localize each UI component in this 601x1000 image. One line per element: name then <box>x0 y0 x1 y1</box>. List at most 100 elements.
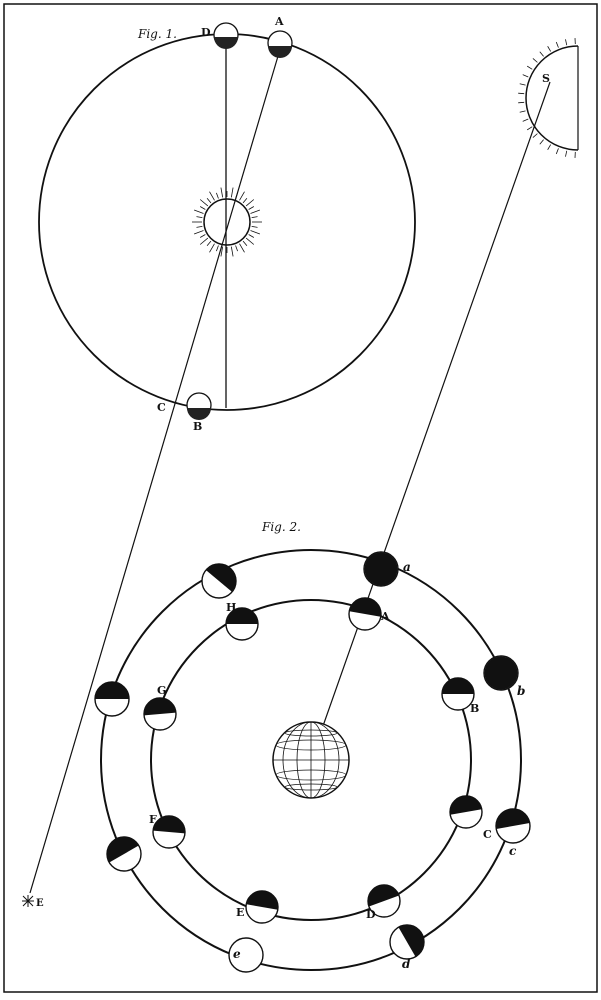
sun-ray <box>230 246 234 257</box>
fig1-label-A: A <box>274 15 284 28</box>
sun-ray <box>250 209 261 214</box>
moon-E <box>245 890 279 924</box>
sun-ray <box>565 39 568 46</box>
moon-G <box>143 697 177 731</box>
fig1-body-B <box>186 392 212 420</box>
fig2-label-e: e <box>233 947 241 961</box>
sun-ray <box>565 150 568 157</box>
fig2-inner-orbit <box>150 599 472 921</box>
sun-ray <box>230 187 234 198</box>
fig2-label-F: F <box>149 813 157 826</box>
moon-g <box>94 681 130 717</box>
moon-a <box>363 551 399 587</box>
star-E <box>22 895 34 907</box>
fig2-earth-globe <box>272 721 350 799</box>
sun-ray <box>519 110 526 113</box>
moon-d <box>389 924 425 960</box>
sun-ray <box>250 230 261 235</box>
moon-c <box>495 808 531 844</box>
fig1-caption: Fig. 1. <box>137 27 177 41</box>
sun-ray <box>532 133 538 138</box>
sun-ray <box>196 225 203 228</box>
sun-ray <box>245 199 255 207</box>
fig1-label-S: S <box>542 72 550 85</box>
moon-H <box>225 607 259 641</box>
moon-f <box>106 836 142 872</box>
fig2-label-d: d <box>402 957 411 971</box>
fig2-label-G: G <box>157 684 166 697</box>
sun-ray <box>239 191 245 201</box>
sun-ray <box>193 230 204 235</box>
fig1-body-A <box>267 30 293 58</box>
fig2-label-A: A <box>380 610 390 623</box>
sun-ray <box>239 243 245 253</box>
figure-2: Fig. 2. A B C D E F G Ha b c d e <box>94 520 531 973</box>
figure-1: Fig. 1. D A C B <box>22 15 579 909</box>
fig1-label-B: B <box>193 420 202 433</box>
sun-ray <box>216 192 219 199</box>
fig1-label-E: E <box>36 898 44 909</box>
sun-ray <box>251 216 258 219</box>
plate-border <box>3 3 598 993</box>
moon-e <box>228 937 264 973</box>
sun-ray <box>242 240 248 247</box>
sun-ray <box>245 237 255 245</box>
sun-ray <box>199 206 206 210</box>
sun-ray <box>206 197 212 204</box>
sun-ray <box>235 245 238 252</box>
sun-ray <box>242 197 248 204</box>
sun-ray <box>220 187 224 198</box>
fig2-caption: Fig. 2. <box>261 520 301 534</box>
fig2-label-a: a <box>403 560 411 574</box>
sun-ray <box>519 83 526 86</box>
sun-ray <box>216 245 219 252</box>
fig2-label-H: H <box>226 601 236 614</box>
sun-ray <box>209 243 215 253</box>
fig1-label-D: D <box>201 26 211 39</box>
sun-ray <box>193 209 204 214</box>
sun-ray <box>206 240 212 247</box>
moon-F <box>152 815 186 849</box>
sun-ray <box>555 148 559 155</box>
moon-labels: A B C D E F G Ha b c d e <box>149 560 525 971</box>
sun-ray <box>555 41 559 48</box>
fig1-line-A-E <box>29 45 282 894</box>
sun-ray <box>526 65 533 70</box>
fig2-outer-orbit <box>100 549 522 971</box>
fig1-central-sun <box>192 187 262 257</box>
fig2-label-b: b <box>517 684 525 698</box>
sun-ray <box>199 234 206 238</box>
fig2-label-C: C <box>483 828 492 841</box>
moon-A <box>348 597 382 631</box>
sun-ray <box>522 118 529 122</box>
moon-h <box>201 563 237 599</box>
inner-moon-phases <box>143 597 483 924</box>
sun-ray <box>522 74 529 78</box>
line-S-to-center <box>310 81 551 761</box>
sun-ray <box>199 237 209 245</box>
fig1-body-D <box>213 22 239 49</box>
sun-ray <box>209 191 215 201</box>
fig1-label-C: C <box>157 401 166 414</box>
sun-ray <box>532 58 538 63</box>
sun-ray <box>547 46 552 52</box>
sun-ray <box>196 216 203 219</box>
moon-b <box>483 655 519 691</box>
outer-moon-phases <box>94 551 531 973</box>
sun-ray <box>248 206 255 210</box>
sun-ray <box>220 246 224 257</box>
sun-ray <box>539 51 544 57</box>
sun-ray <box>248 234 255 238</box>
sun-ray <box>526 126 533 131</box>
fig1-distant-sun <box>518 38 579 158</box>
moon-C <box>449 795 483 829</box>
fig2-label-D: D <box>366 908 376 921</box>
moon-D <box>367 884 401 918</box>
fig2-label-c: c <box>509 844 517 858</box>
sun-ray <box>251 225 258 228</box>
fig2-label-B: B <box>470 702 479 715</box>
sun-ray <box>547 144 552 150</box>
fig2-label-E: E <box>236 906 244 919</box>
sun-ray <box>539 139 544 145</box>
